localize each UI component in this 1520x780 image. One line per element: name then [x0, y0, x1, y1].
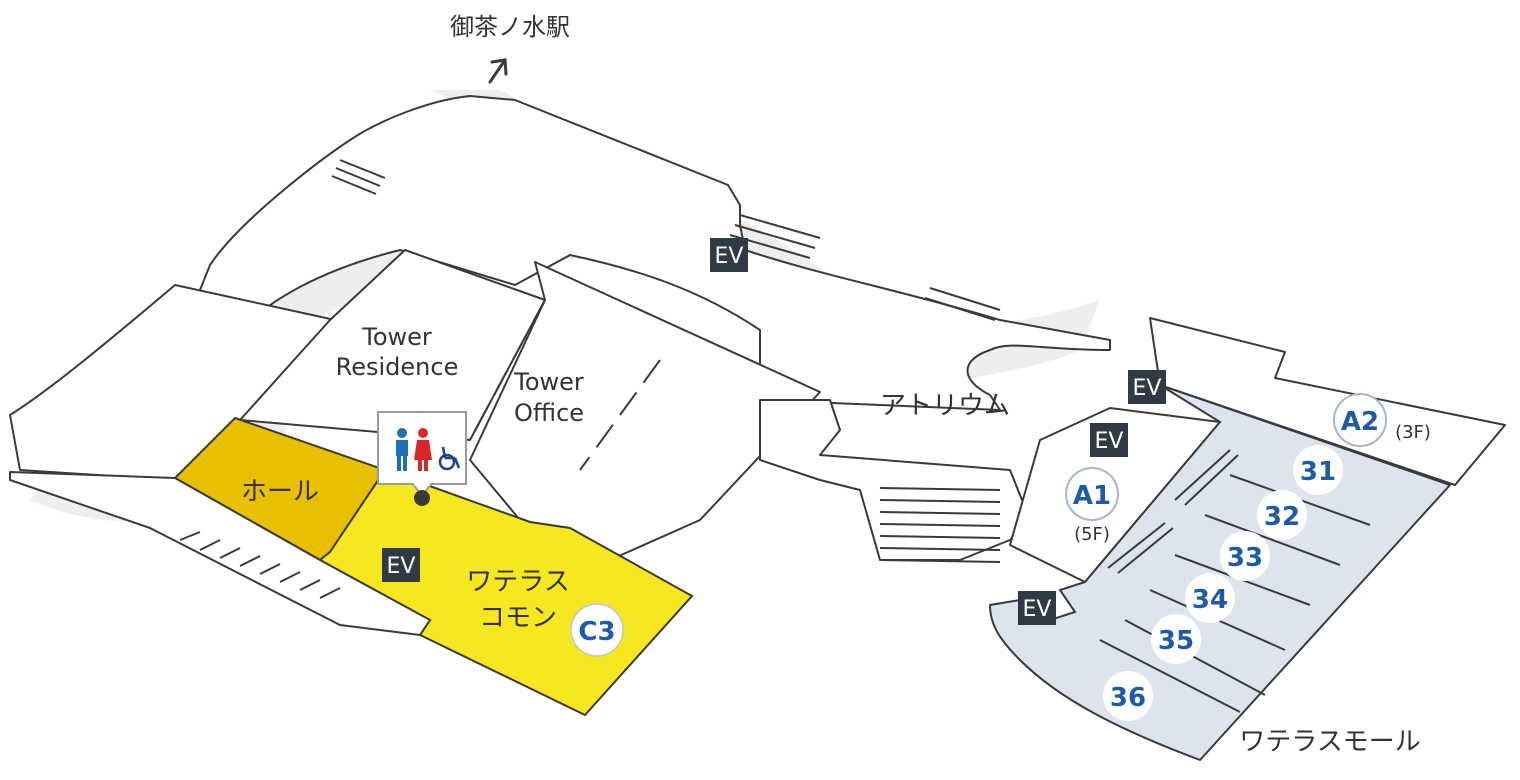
female-restroom-icon — [414, 428, 432, 471]
a1-floor-label: (5F) — [1074, 524, 1110, 545]
svg-text:35: 35 — [1158, 626, 1194, 656]
up-arrow-icon — [488, 58, 508, 84]
hall-label: ホール — [241, 477, 319, 507]
ev-marker-atrium-upper[interactable]: EV — [1128, 370, 1166, 404]
svg-text:36: 36 — [1110, 683, 1146, 713]
partition-2 — [579, 359, 661, 471]
shop-32[interactable]: 32 — [1257, 490, 1307, 540]
shop-divider-6 — [1099, 639, 1241, 713]
stairs-atrium — [879, 487, 1001, 563]
southwest-corridor — [9, 471, 431, 636]
tower-residence-label-2: Residence — [336, 353, 459, 381]
svg-text:EV: EV — [1133, 376, 1162, 401]
svg-text:31: 31 — [1300, 457, 1336, 487]
shop-31[interactable]: 31 — [1293, 445, 1343, 495]
svg-text:EV: EV — [387, 554, 416, 579]
a2-marker[interactable]: A2 — [1333, 393, 1387, 447]
shop-divider-2 — [1204, 514, 1341, 566]
ev-marker-commons[interactable]: EV — [382, 548, 420, 582]
a2-floor-label: (3F) — [1395, 422, 1431, 443]
mall-label: ワテラスモール — [1239, 727, 1420, 757]
commons-label-1: ワテラス — [466, 567, 569, 597]
shop-35[interactable]: 35 — [1151, 614, 1201, 664]
svg-text:EV: EV — [715, 244, 744, 269]
escalators — [1107, 449, 1239, 574]
station-label: 御茶ノ水駅 — [450, 13, 570, 41]
stairs-north — [331, 159, 1001, 321]
partition-1 — [469, 299, 546, 441]
ev-marker-north[interactable]: EV — [710, 238, 748, 272]
shop-33[interactable]: 33 — [1220, 531, 1270, 581]
svg-text:EV: EV — [1023, 597, 1052, 622]
atrium-floor — [759, 399, 1031, 561]
restroom-callout — [377, 411, 467, 506]
shop-36[interactable]: 36 — [1103, 671, 1153, 721]
tower-residence-block — [239, 249, 546, 441]
shop-34[interactable]: 34 — [1185, 573, 1235, 623]
atrium-label: アトリウム — [880, 391, 1010, 421]
shop-divider-5 — [1124, 619, 1266, 696]
svg-text:C3: C3 — [578, 617, 615, 647]
ev-marker-mall[interactable]: EV — [1018, 591, 1056, 625]
tower-office-label-2: Office — [514, 399, 584, 427]
svg-text:EV: EV — [1095, 429, 1124, 454]
c3-marker[interactable]: C3 — [570, 603, 624, 657]
restroom-location-dot — [414, 490, 430, 506]
ev-marker-atrium-lower[interactable]: EV — [1090, 423, 1128, 457]
svg-text:A1: A1 — [1073, 481, 1111, 511]
wheelchair-icon — [438, 446, 461, 471]
svg-text:32: 32 — [1264, 502, 1300, 532]
stairs-west — [179, 531, 341, 599]
male-restroom-icon — [396, 428, 408, 471]
a1-marker[interactable]: A1 — [1065, 467, 1119, 521]
svg-text:A2: A2 — [1341, 407, 1379, 437]
svg-text:34: 34 — [1192, 585, 1228, 615]
svg-text:33: 33 — [1227, 543, 1263, 573]
tower-residence-label-1: Tower — [361, 323, 432, 351]
commons-label-2: コモン — [479, 603, 557, 633]
tower-office-label-1: Tower — [513, 368, 584, 396]
